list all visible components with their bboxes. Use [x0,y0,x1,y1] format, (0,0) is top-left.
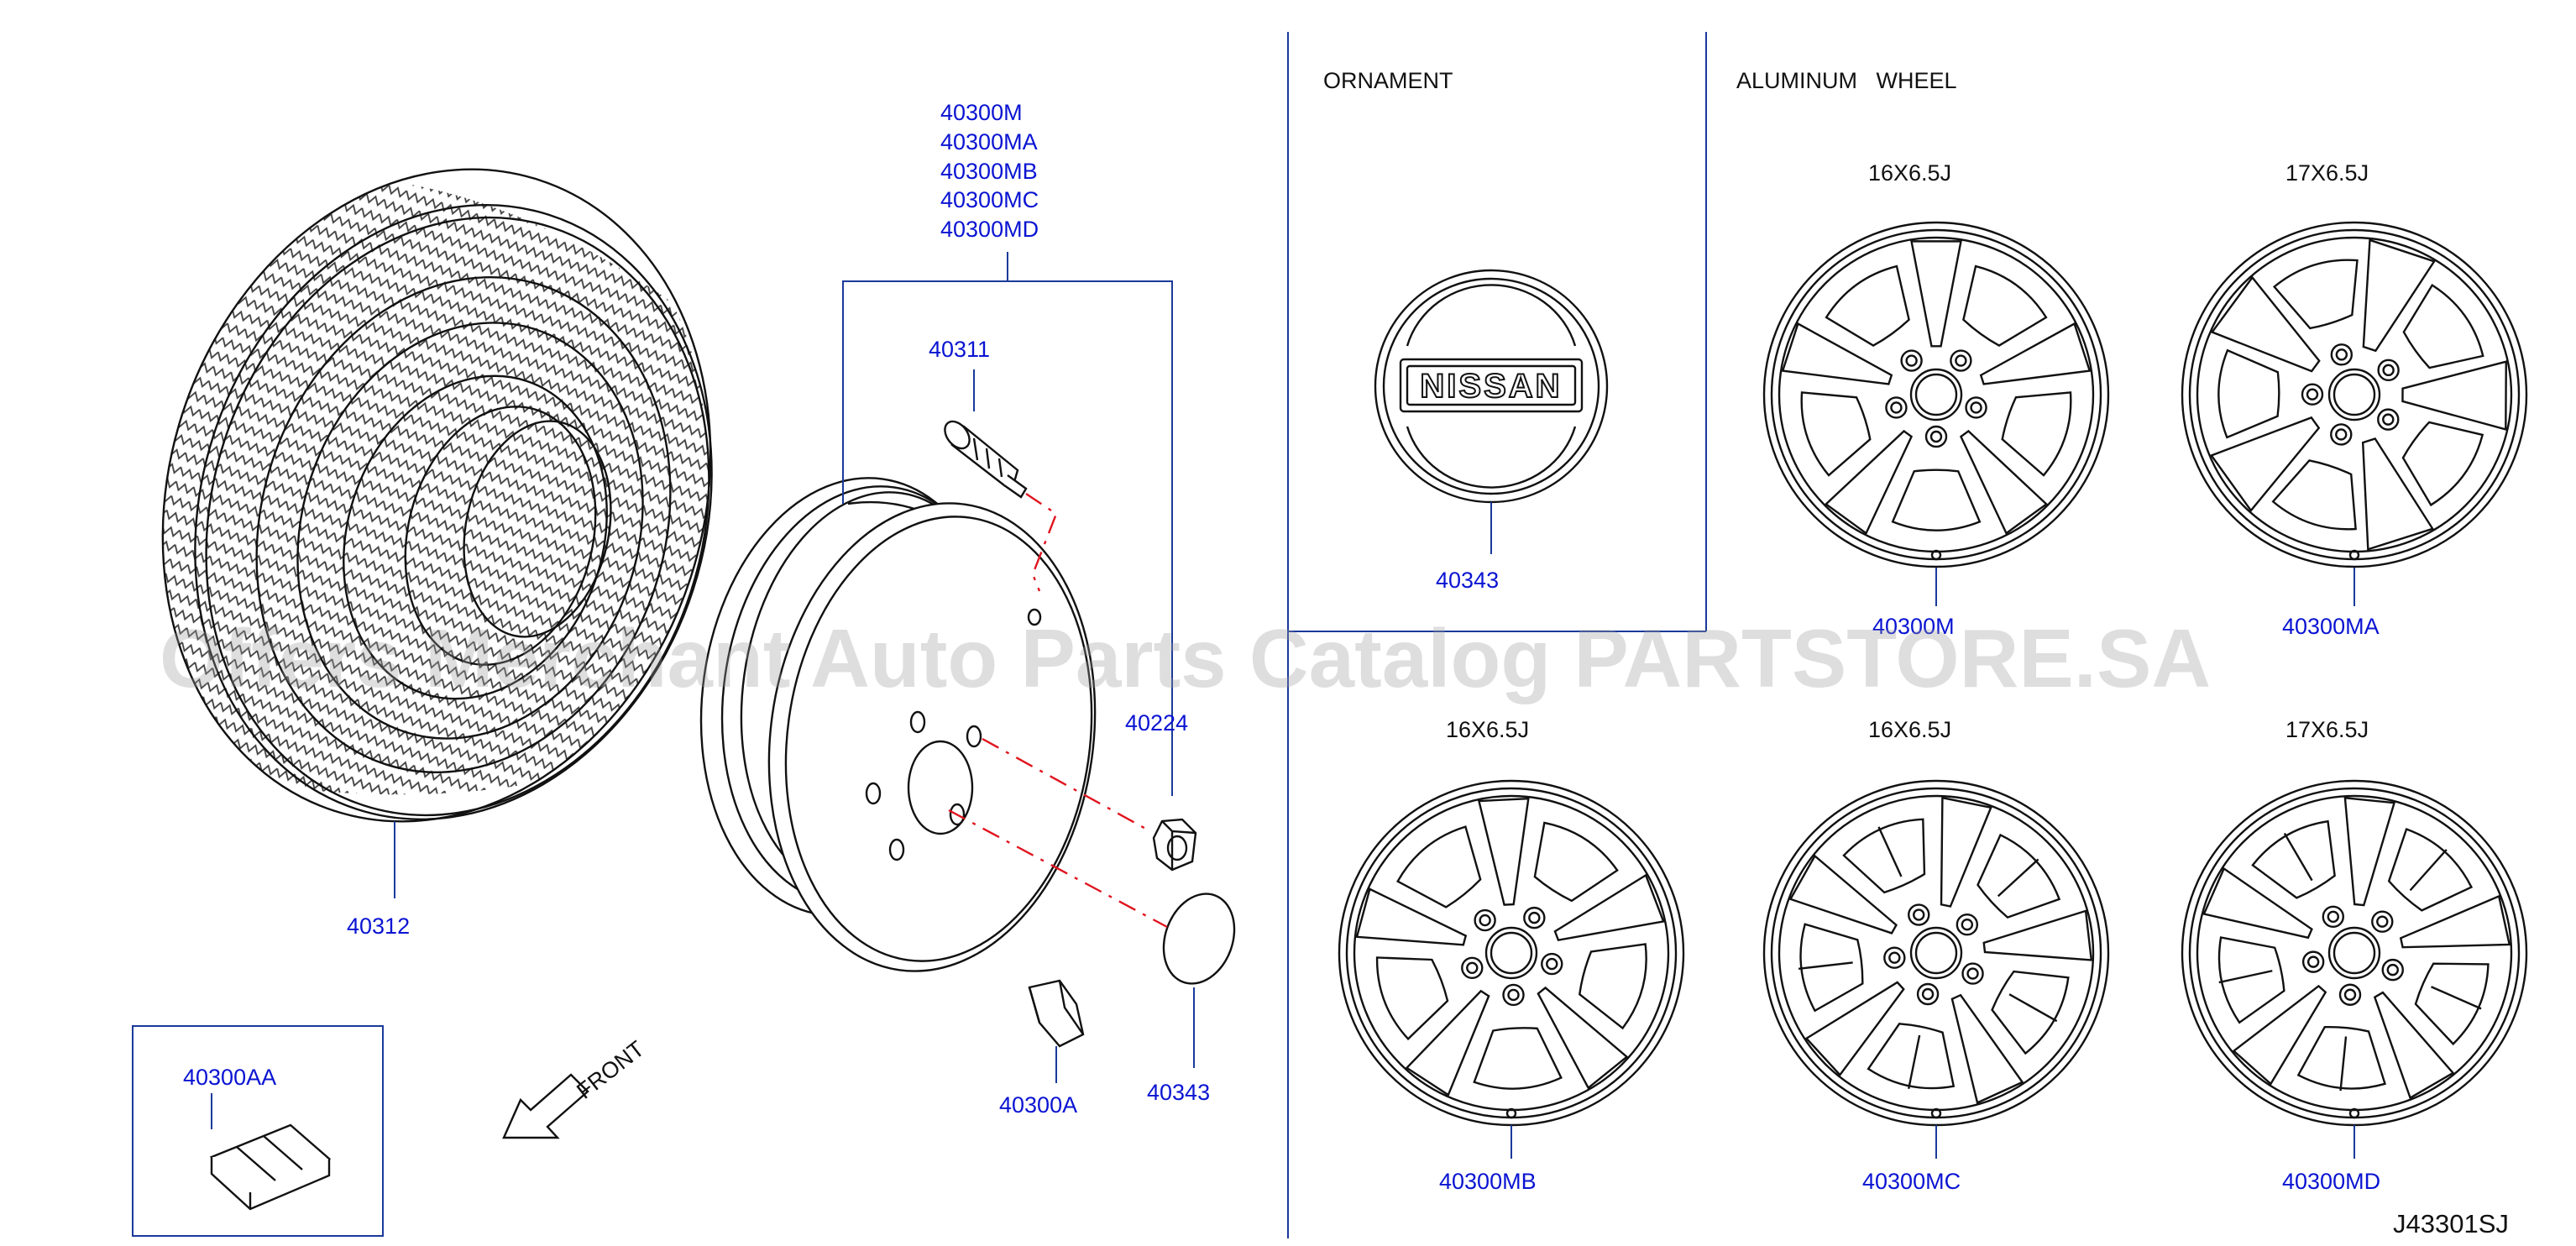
wheel-code-label[interactable]: 40300M [1872,614,1955,639]
tire-drawing[interactable] [81,97,793,893]
ornament-drawing[interactable]: NISSAN [1374,269,1609,504]
wheel-drawing [1762,779,2110,1127]
wheel-drawing [2181,221,2528,568]
front-arrow-icon [502,1073,589,1139]
nut-part-label[interactable]: 40224 [1125,710,1188,736]
wheel-size-label: 16X6.5J [1868,160,1951,186]
valve-red-guide [1025,493,1058,592]
weight-kit-drawing[interactable] [209,1123,332,1211]
wheel-size-label: 16X6.5J [1446,717,1529,742]
valve-drawing[interactable] [940,416,1028,499]
nut-drawing[interactable] [1152,818,1197,872]
weight-kit-label[interactable]: 40300AA [183,1065,276,1090]
cap-drawing[interactable] [1152,884,1247,994]
wheel-code-label[interactable]: 40300MC [1862,1169,1961,1194]
ornament-part-label[interactable]: 40343 [1436,568,1499,593]
ornament-header: ORNAMENT [1323,68,1453,93]
group-codes: 40300M 40300MA 40300MB 40300MC 40300MD [940,100,1039,242]
wheel-5[interactable]: 17X6.5J 40300MD [2181,717,2528,1194]
tire-part-label[interactable]: 40312 [347,914,410,939]
watermark: Offers Merchant Auto Parts Catalog PARTS… [160,612,2211,704]
wheel-drawing [1762,221,2110,568]
group-code-3[interactable]: 40300MB [940,159,1038,184]
wheel-2[interactable]: 17X6.5J 40300MA [2181,160,2528,639]
steel-wheel-drawing[interactable] [673,458,1124,992]
wheel-code-label[interactable]: 40300MB [1439,1169,1537,1194]
front-label: FRONT [572,1036,649,1104]
wheel-4[interactable]: 16X6.5J 40300MC [1762,717,2110,1194]
group-code-5[interactable]: 40300MD [940,217,1039,242]
cap-part-label[interactable]: 40343 [1147,1080,1210,1105]
balance-weight-label[interactable]: 40300A [999,1092,1077,1118]
wheel-code-label[interactable]: 40300MA [2282,614,2380,639]
wheel-size-label: 16X6.5J [1868,717,1951,742]
balance-weight-drawing[interactable] [1028,979,1085,1048]
wheel-drawing [1338,779,1685,1127]
wheel-3[interactable]: 16X6.5J 40300MB [1338,717,1685,1194]
wheel-size-label: 17X6.5J [2285,717,2369,742]
wheel-code-label[interactable]: 40300MD [2282,1169,2380,1194]
ornament-logo: NISSAN [1420,368,1562,405]
aluminum-wheel-header: ALUMINUM WHEEL [1736,68,1957,93]
cap-red-guide [948,809,1168,929]
nut-red-guide [982,737,1151,833]
group-code-4[interactable]: 40300MC [940,187,1039,212]
weight-kit-box [132,1025,384,1237]
diagram-code: J43301SJ [2393,1209,2509,1238]
wheel-size-label: 17X6.5J [2285,160,2369,186]
group-code-1[interactable]: 40300M [940,100,1023,125]
wheel-drawing [2181,779,2528,1127]
wheel-1[interactable]: 16X6.5J 40300M [1762,160,2110,639]
valve-part-label[interactable]: 40311 [929,337,990,362]
group-code-2[interactable]: 40300MA [940,129,1038,154]
